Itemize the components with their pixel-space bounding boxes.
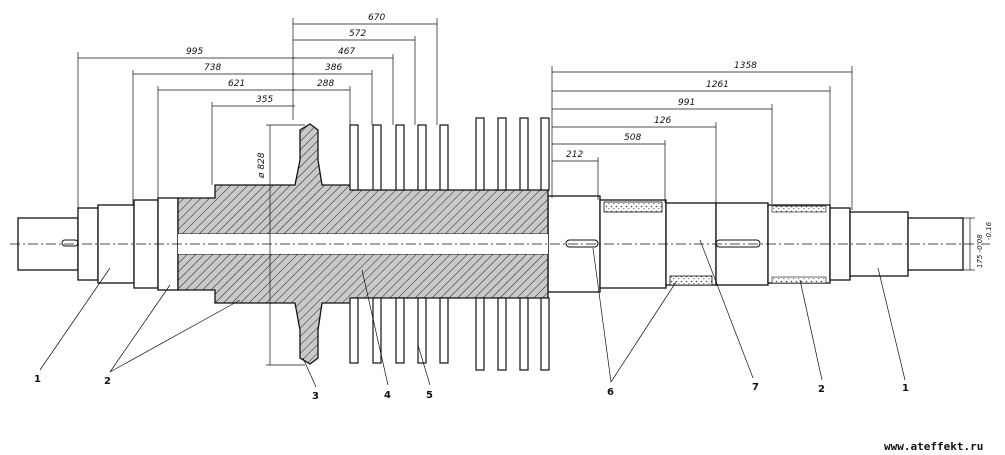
shaft-body xyxy=(17,195,964,293)
callout-2-left: 2 xyxy=(104,376,111,387)
dim-991: 991 xyxy=(678,98,695,108)
callout-2-right: 2 xyxy=(818,384,825,395)
dim-738: 738 xyxy=(204,63,221,73)
callout-4: 4 xyxy=(384,390,391,401)
callout-1-left: 1 xyxy=(34,374,41,385)
callout-numbers: 1 2 3 4 5 6 7 2 1 xyxy=(34,374,909,402)
dimension-lines-left xyxy=(77,18,438,366)
callout-3: 3 xyxy=(312,391,319,402)
dim-355: 355 xyxy=(256,95,273,105)
dim-1261: 1261 xyxy=(706,80,729,90)
dim-670: 670 xyxy=(368,13,385,23)
dim-288: 288 xyxy=(317,79,334,89)
callout-5: 5 xyxy=(426,390,433,401)
dim-995: 995 xyxy=(186,47,203,57)
turbine-disks xyxy=(349,117,550,371)
callout-1-right: 1 xyxy=(902,383,909,394)
dim-126: 126 xyxy=(654,116,671,126)
dim-386: 386 xyxy=(325,63,342,73)
callout-7: 7 xyxy=(752,382,759,393)
dim-621: 621 xyxy=(228,79,245,89)
dimension-labels: 670 572 995 467 738 386 621 288 355 1358… xyxy=(186,13,993,268)
dim-508: 508 xyxy=(624,133,641,143)
callout-6: 6 xyxy=(607,387,614,398)
leader-lines xyxy=(39,239,906,388)
dim-diameter-175-tol: -0.16 xyxy=(985,221,993,240)
dimension-lines-right xyxy=(551,66,975,271)
dim-572: 572 xyxy=(349,29,366,39)
dim-212: 212 xyxy=(566,150,583,160)
watermark: www.ateffekt.ru xyxy=(884,440,983,453)
dim-467: 467 xyxy=(338,47,355,57)
dim-diameter-828: ø 828 xyxy=(257,152,267,179)
dim-1358: 1358 xyxy=(734,61,757,71)
dim-diameter-175: 175 -0.08 xyxy=(976,234,984,268)
